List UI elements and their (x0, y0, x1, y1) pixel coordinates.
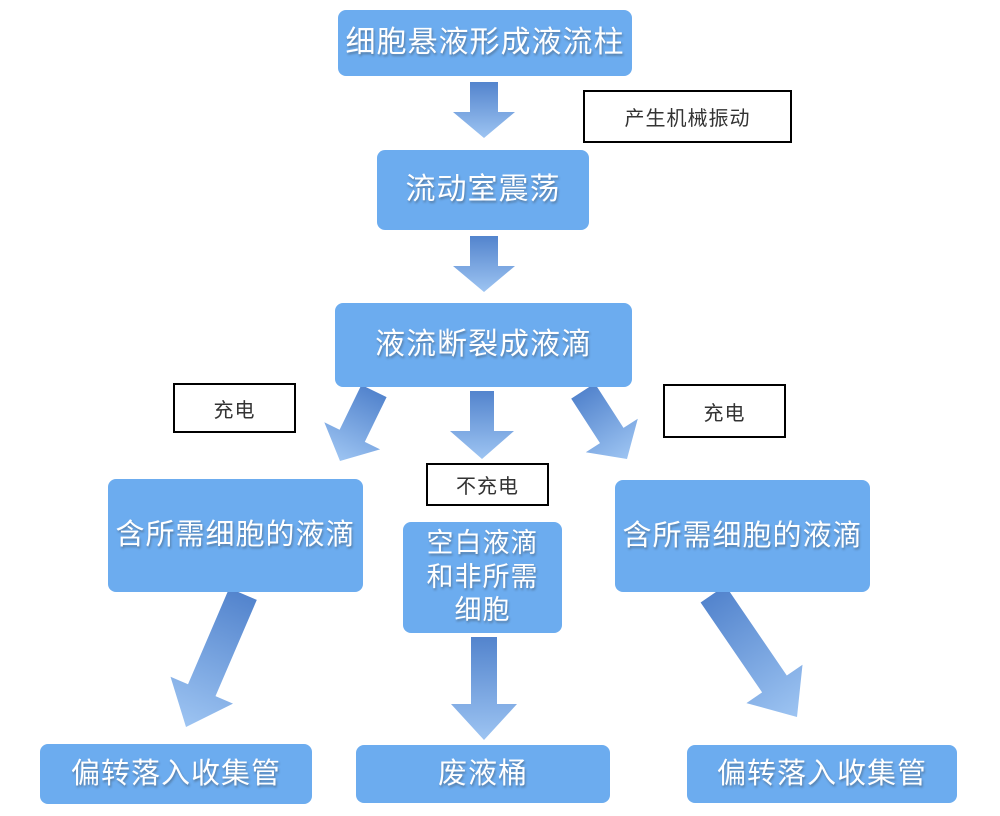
flow-arrow-4 (571, 383, 638, 459)
node-deflect-into-collection-tube-left: 偏转落入收集管 (40, 744, 312, 804)
node-blank-droplets-and-unwanted-cells: 空白液滴 和非所需 细胞 (403, 522, 562, 633)
node-droplets-with-target-cells-left: 含所需细胞的液滴 (108, 479, 363, 592)
flow-arrow-5 (170, 588, 257, 727)
node-droplets-with-target-cells-right: 含所需细胞的液滴 (615, 480, 870, 592)
node-stream-breaks-into-droplets: 液流断裂成液滴 (335, 303, 632, 387)
label-charge-left: 充电 (173, 383, 296, 433)
flow-arrow-2 (324, 384, 387, 461)
flow-arrow-1 (453, 236, 515, 292)
node-deflect-into-collection-tube-right: 偏转落入收集管 (687, 745, 957, 803)
node-waste-container: 废液桶 (356, 745, 610, 803)
label-no-charge: 不充电 (426, 463, 549, 506)
node-cell-suspension-jet: 细胞悬液形成液流柱 (338, 10, 632, 76)
label-mechanical-vibration: 产生机械振动 (583, 90, 792, 143)
label-charge-right: 充电 (663, 384, 786, 438)
node-flow-chamber-oscillation: 流动室震荡 (377, 150, 589, 230)
flow-arrow-6 (451, 637, 517, 740)
flow-arrow-7 (700, 585, 803, 717)
flow-arrow-0 (453, 82, 515, 138)
flow-arrow-3 (450, 391, 514, 459)
